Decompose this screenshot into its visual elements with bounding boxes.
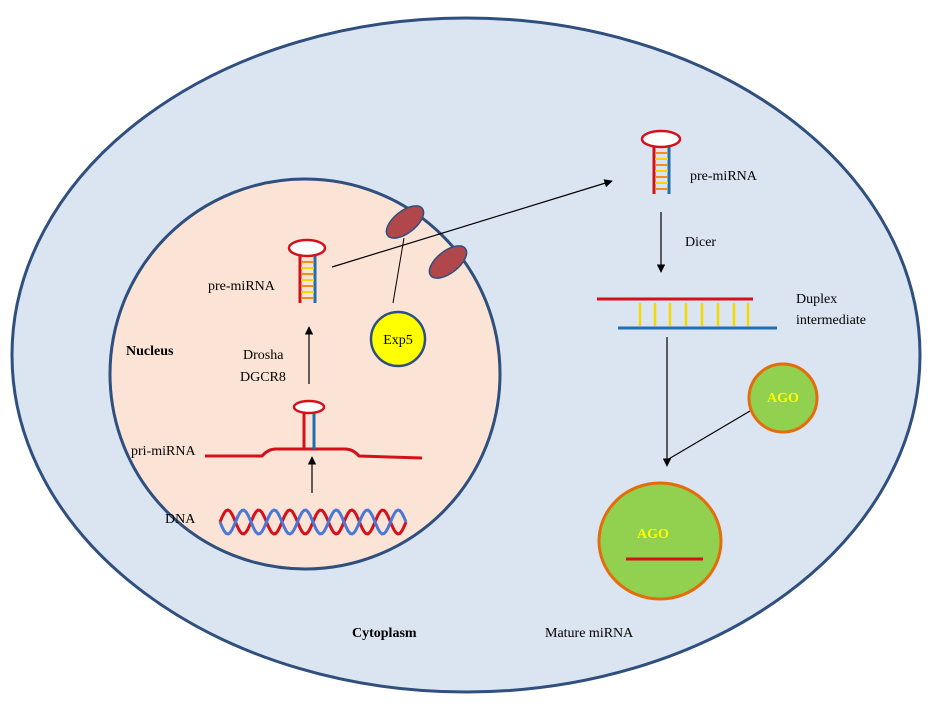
mature-mirna-label: Mature miRNA [545, 626, 634, 641]
cytoplasm-label: Cytoplasm [352, 626, 417, 641]
dicer-label: Dicer [685, 235, 716, 250]
pre-mirna-hairpin-nucleus [287, 238, 327, 303]
pri-mirna-strand [205, 447, 423, 460]
ago-small-label: AGO [767, 391, 799, 406]
exp5-exportin [369, 237, 427, 368]
pri-mirna-loop [292, 399, 326, 415]
ago-join-line [666, 410, 751, 461]
duplex-label-line1: Duplex [796, 292, 837, 307]
drosha-label: Drosha [243, 348, 284, 363]
exp5-label: Exp5 [383, 333, 413, 348]
dna-label: DNA [165, 512, 196, 527]
ago-complex-mature [597, 481, 723, 601]
pre-mirna-nucleus-label: pre-miRNA [208, 279, 276, 294]
pre-mirna-cytoplasm-label: pre-miRNA [690, 169, 758, 184]
dna-helix [218, 508, 408, 536]
nuclear-pore-bottom [428, 245, 468, 279]
duplex-label-line2: intermediate [796, 313, 866, 328]
duplex-intermediate [597, 297, 777, 330]
pri-mirna-structure [205, 399, 423, 460]
arrow-nuclear-export [331, 179, 613, 268]
ago-large-label: AGO [637, 527, 669, 542]
nuclear-pore-top [385, 205, 425, 239]
ago-protein-small [747, 362, 819, 434]
exp5-pointer-line [392, 237, 405, 304]
nucleus-membrane [108, 177, 502, 571]
dna-strand-blue [218, 508, 408, 536]
nucleus-label: Nucleus [126, 344, 174, 359]
dgcr8-label: DGCR8 [240, 370, 286, 385]
pri-mirna-label: pri-miRNA [131, 444, 196, 459]
pre-mirna-hairpin-cytoplasm [640, 129, 682, 194]
